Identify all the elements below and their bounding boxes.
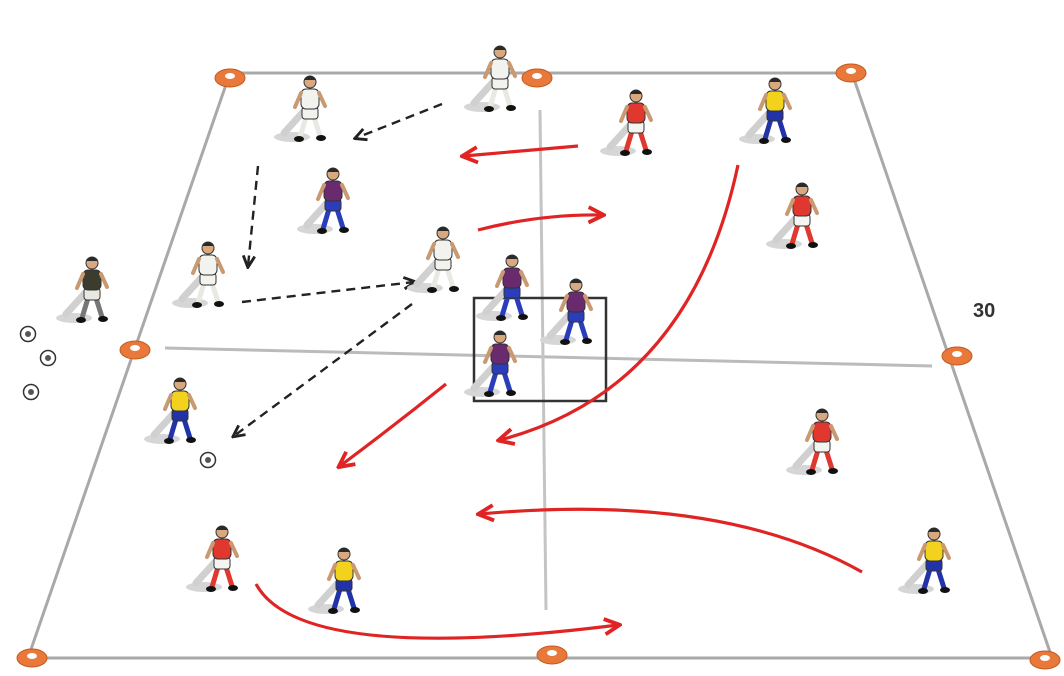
player-white (407, 227, 459, 293)
player-red (186, 526, 238, 592)
soccer-ball (201, 453, 216, 468)
player-yellow (898, 528, 950, 594)
pass-arrow (234, 304, 412, 436)
pass-arrow (356, 104, 442, 138)
player-maroon (464, 331, 516, 397)
soccer-ball (24, 385, 39, 400)
player-red (766, 183, 818, 249)
field-dimension-label: 30 (973, 300, 995, 323)
player-run-arrow (480, 509, 862, 572)
player-yellow (739, 78, 791, 144)
player-maroon (297, 168, 349, 234)
player-white (274, 76, 326, 142)
pass-arrow (242, 282, 414, 302)
player-run-arrow (340, 384, 446, 466)
player-dark (56, 257, 108, 323)
player-red (786, 409, 838, 475)
player-maroon (540, 279, 592, 345)
player-white (172, 242, 224, 308)
player-maroon (476, 255, 528, 321)
player-white (464, 46, 516, 112)
player-run-arrow (464, 146, 578, 156)
halfway-line-horizontal (165, 348, 932, 366)
player-run-arrow (500, 165, 738, 440)
halfway-line-vertical (540, 110, 546, 610)
player-yellow (308, 548, 360, 614)
player-red (600, 90, 652, 156)
player-yellow (144, 378, 196, 444)
soccer-ball (41, 351, 56, 366)
soccer-ball (21, 327, 36, 342)
pass-arrow (248, 166, 258, 266)
